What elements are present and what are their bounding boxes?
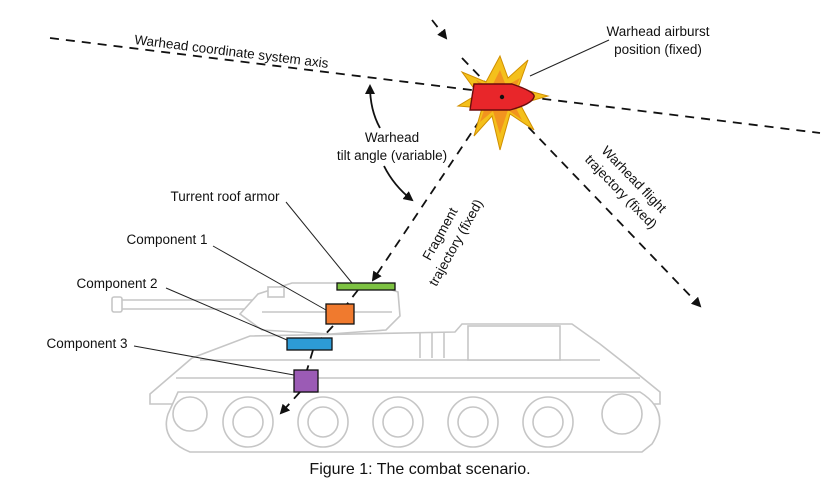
component-2-label: Component 2 bbox=[76, 276, 157, 291]
tank-road-wheel-4 bbox=[447, 396, 499, 448]
flight-trajectory-incoming bbox=[431, 19, 448, 40]
tank-drawing bbox=[111, 282, 661, 453]
tank-road-wheel-4-hub bbox=[457, 406, 489, 438]
fragment-path-c2-to-c3 bbox=[306, 349, 314, 371]
figure-caption: Figure 1: The combat scenario. bbox=[309, 461, 530, 478]
tank-muzzle bbox=[111, 296, 123, 313]
roof-leader-line bbox=[285, 201, 353, 284]
tank-gun-barrel bbox=[117, 299, 264, 310]
airburst-leader-line bbox=[529, 39, 610, 77]
tilt-angle-arrow-down bbox=[383, 165, 414, 202]
component-3-label: Component 3 bbox=[46, 336, 127, 351]
airburst-label-line-1: Warhead airburst bbox=[606, 24, 709, 39]
airburst-label-line-2: position (fixed) bbox=[614, 42, 702, 57]
component-2-box bbox=[286, 337, 333, 351]
tank-road-wheel-1-hub bbox=[232, 406, 264, 438]
fragment-path-exit bbox=[279, 391, 301, 415]
tank-road-wheel-3 bbox=[372, 396, 424, 448]
component-3-leader-line bbox=[133, 345, 295, 376]
tank-idler-wheel bbox=[172, 396, 208, 432]
tank-road-wheel-5-hub bbox=[532, 406, 564, 438]
fragment-path-c1-to-c2 bbox=[319, 325, 334, 341]
tank-periscope bbox=[267, 286, 285, 298]
tank-road-wheel-2 bbox=[297, 396, 349, 448]
turret-roof-armor bbox=[336, 282, 396, 291]
component-3-box bbox=[293, 369, 319, 393]
tilt-angle-arrow-up bbox=[365, 84, 381, 129]
tilt-label-line-2: tilt angle (variable) bbox=[337, 148, 447, 163]
tank-drive-sprocket bbox=[601, 393, 643, 435]
component-2-leader-line bbox=[165, 287, 288, 341]
warhead-center-dot bbox=[499, 94, 505, 100]
component-1-box bbox=[325, 303, 355, 325]
tank-road-wheel-2-hub bbox=[307, 406, 339, 438]
tank-road-wheel-1 bbox=[222, 396, 274, 448]
tank-road-wheel-5 bbox=[522, 396, 574, 448]
tank-rear-stowage-box bbox=[467, 325, 561, 361]
warhead-axis-line bbox=[49, 37, 821, 134]
tilt-label-line-1: Warhead bbox=[365, 130, 419, 145]
fragment-trajectory-line bbox=[371, 119, 481, 282]
tank-road-wheel-3-hub bbox=[382, 406, 414, 438]
component-1-label: Component 1 bbox=[126, 232, 207, 247]
component-1-leader-line bbox=[212, 245, 327, 311]
roof-armor-label: Turrent roof armor bbox=[170, 189, 280, 204]
